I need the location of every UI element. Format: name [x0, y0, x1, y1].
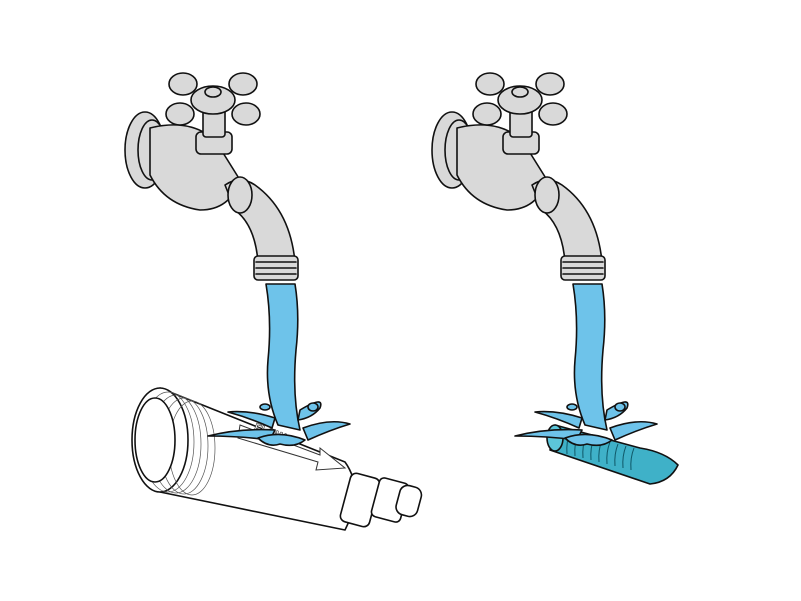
water-stream-right	[514, 283, 658, 447]
faucet-right	[431, 72, 606, 281]
faucet-left	[124, 72, 299, 281]
